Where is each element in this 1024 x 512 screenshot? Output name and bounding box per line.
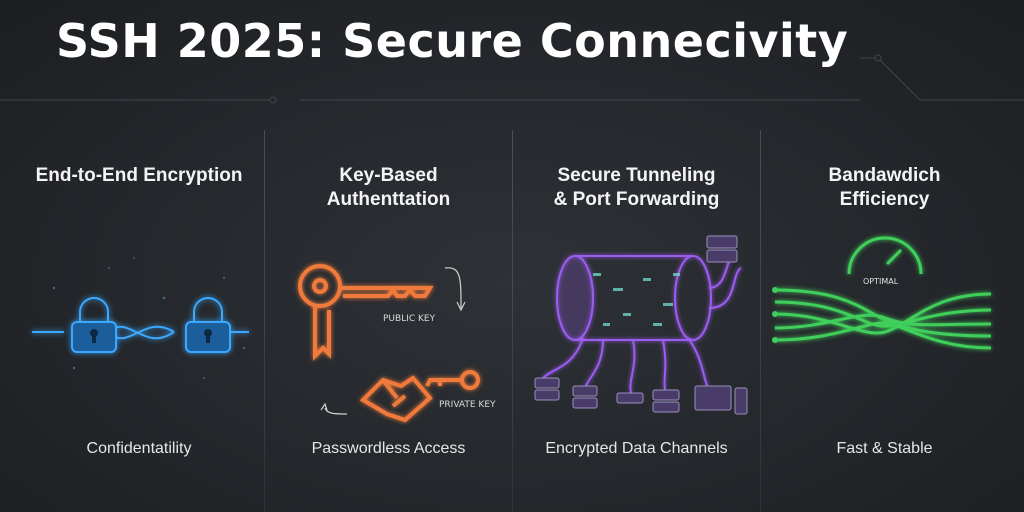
heading-line-1: Bandawdich — [828, 165, 941, 186]
panel-heading: Bandawdich Efficiency — [761, 164, 1008, 212]
gauge-icon: OPTIMAL — [772, 236, 992, 350]
heading-line-2: & Port Forwarding — [553, 189, 720, 210]
heading-line-1: Secure Tunneling — [557, 165, 716, 186]
divider — [512, 130, 513, 512]
key-icon: PUBLIC KEY PRIVATE KEY — [298, 264, 496, 423]
public-key-label: PUBLIC KEY — [383, 314, 436, 324]
heading-line-1: Key-Based — [339, 165, 438, 186]
panel-caption: Encrypted Data Channels — [545, 440, 728, 457]
page-title: SSH 2025: Secure Connecivity — [56, 14, 849, 68]
panel-caption: Passwordless Access — [311, 440, 466, 457]
gauge-label: OPTIMAL — [863, 277, 899, 286]
panel-heading: End-to-End Encryption — [14, 164, 264, 188]
padlock-icon — [32, 257, 249, 379]
panel-caption: Confidentatility — [86, 440, 192, 457]
panel-bandwidth: Bandawdich Efficiency OPTIMAL Fast & Sta… — [761, 128, 1008, 512]
panel-key-auth: Key-Based Authenttation — [265, 128, 512, 512]
tunnel-icon — [534, 235, 748, 415]
divider — [264, 130, 265, 512]
panel-tunneling: Secure Tunneling & Port Forwarding — [513, 128, 760, 512]
private-key-label: PRIVATE KEY — [439, 400, 496, 410]
heading-line-2: Authenttation — [326, 189, 451, 210]
heading-line-2: Efficiency — [839, 189, 930, 210]
panel-heading: Key-Based Authenttation — [265, 164, 512, 212]
divider — [760, 130, 761, 512]
panel-heading: Secure Tunneling & Port Forwarding — [513, 164, 760, 212]
heading-line-1: End-to-End Encryption — [35, 165, 243, 186]
panel-caption: Fast & Stable — [836, 440, 933, 457]
panel-encryption: End-to-End Encryption Conf — [14, 128, 264, 512]
